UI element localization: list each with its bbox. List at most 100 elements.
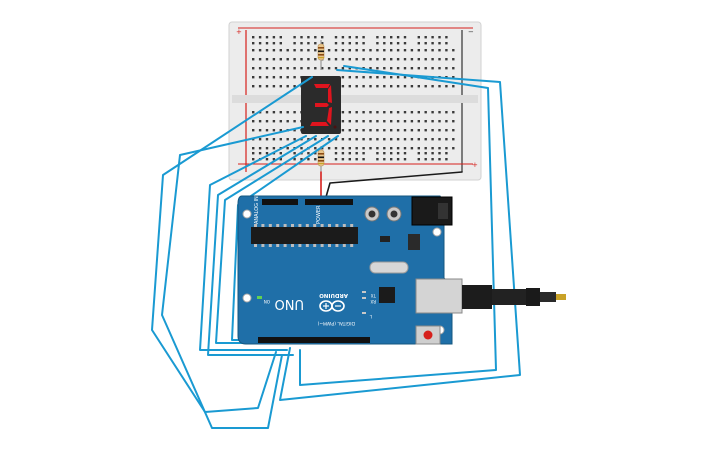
rail-plus-label-bottom: + (472, 161, 478, 169)
rail-hole (252, 158, 255, 161)
breadboard-hole (252, 76, 255, 79)
breadboard-hole (383, 58, 386, 61)
rail-hole (403, 36, 407, 39)
wire-blue-1[interactable] (151, 76, 313, 413)
breadboard-hole (265, 120, 269, 123)
analog-header[interactable] (262, 199, 298, 205)
rail-hole (403, 158, 407, 161)
breadboard-hole (265, 111, 269, 114)
breadboard-hole (417, 49, 420, 52)
segment-dp (333, 125, 337, 129)
breadboard-hole (417, 111, 420, 114)
chip-pin (335, 244, 339, 247)
breadboard-hole (390, 85, 393, 88)
rail-hole (355, 36, 358, 39)
rail-hole (341, 158, 345, 161)
rail-hole (438, 158, 441, 161)
breadboard-hole (403, 67, 407, 70)
resistor-top[interactable] (317, 40, 325, 70)
breadboard-hole (424, 129, 427, 132)
wire-blue-2[interactable] (161, 126, 304, 429)
rail-hole (348, 158, 351, 161)
breadboard-hole (383, 129, 386, 132)
breadboard-hole (286, 120, 289, 123)
breadboard-hole (293, 67, 296, 70)
breadboard-hole (314, 58, 317, 61)
breadboard-hole (431, 138, 434, 141)
rail-hole (445, 158, 448, 161)
breadboard-hole (252, 147, 255, 150)
rail-hole (348, 152, 351, 155)
rail-hole (417, 152, 420, 155)
seven-segment-display[interactable] (301, 76, 341, 134)
rail-hole (314, 36, 317, 39)
breadboard[interactable]: + − + (228, 21, 482, 181)
breadboard-hole (376, 111, 379, 114)
power-header[interactable] (305, 199, 353, 205)
breadboard-hole (390, 49, 393, 52)
breadboard-hole (431, 49, 434, 52)
breadboard-hole (390, 129, 393, 132)
breadboard-hole (396, 147, 400, 150)
rail-hole (383, 152, 386, 155)
segment-a (314, 84, 330, 88)
digital-header[interactable] (258, 337, 370, 343)
breadboard-hole (403, 138, 407, 141)
usb-port[interactable] (415, 278, 463, 314)
atmega-chip (251, 227, 358, 244)
breadboard-hole (369, 129, 372, 132)
wire-blue-8[interactable] (299, 65, 497, 386)
chip-pin (268, 224, 272, 227)
breadboard-hole (383, 67, 386, 70)
breadboard-hole (279, 111, 282, 114)
breadboard-hole (452, 111, 455, 114)
wire-blue-4[interactable] (207, 135, 317, 356)
mounting-hole (432, 227, 442, 237)
rail-hole (362, 36, 365, 39)
breadboard-hole (376, 129, 379, 132)
breadboard-hole (452, 58, 455, 61)
wire-blue-7[interactable] (279, 69, 521, 401)
breadboard-hole (327, 67, 331, 70)
segment-c (327, 107, 332, 125)
breadboard-hole (265, 49, 269, 52)
breadboard-hole (369, 76, 372, 79)
breadboard-hole (334, 49, 338, 52)
wire-blue-3[interactable] (199, 135, 307, 351)
breadboard-hole (265, 76, 269, 79)
breadboard-hole (452, 49, 455, 52)
breadboard-hole (369, 120, 372, 123)
breadboard-hole (252, 85, 255, 88)
breadboard-hole (265, 85, 269, 88)
breadboard-hole (334, 67, 338, 70)
breadboard-hole (286, 111, 289, 114)
breadboard-hole (452, 129, 455, 132)
breadboard-hole (396, 129, 400, 132)
breadboard-hole (252, 49, 255, 52)
rail-hole (383, 42, 386, 45)
breadboard-hole (334, 147, 338, 150)
breadboard-hole (383, 85, 386, 88)
breadboard-hole (341, 111, 345, 114)
breadboard-hole (362, 147, 365, 150)
usb-cable[interactable] (462, 285, 566, 309)
chip-pin (350, 224, 354, 227)
rail-hole (272, 158, 276, 161)
wire-gnd[interactable] (325, 171, 463, 198)
breadboard-hole (369, 67, 372, 70)
breadboard-hole (424, 138, 427, 141)
chip-pin (350, 244, 354, 247)
breadboard-hole (424, 120, 427, 123)
breadboard-hole (314, 138, 317, 141)
breadboard-hole (452, 67, 455, 70)
breadboard-hole (431, 67, 434, 70)
rail-hole (403, 152, 407, 155)
arduino-uno-board[interactable]: ANALOG IN POWER AR (237, 195, 463, 345)
rail-hole (438, 152, 441, 155)
breadboard-hole (348, 129, 351, 132)
breadboard-hole (286, 67, 289, 70)
chip-pin (342, 244, 346, 247)
breadboard-hole (438, 147, 441, 150)
rail-hole (376, 36, 379, 39)
resistor-bottom[interactable] (317, 146, 325, 172)
